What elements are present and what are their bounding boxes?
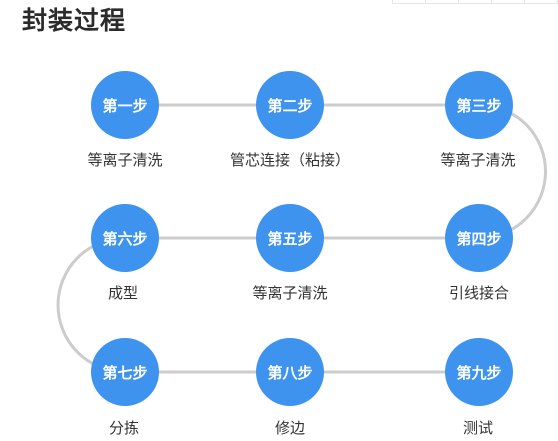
step-8-label: 修边 [274,419,305,437]
step-9-badge[interactable]: 第九步 [445,338,513,406]
step-2-badge[interactable]: 第二步 [256,71,324,139]
step-4-badge[interactable]: 第四步 [445,204,513,272]
step-6-label: 成型 [107,284,138,302]
step-5-label: 等离子清洗 [252,284,328,302]
step-9-label: 测试 [462,419,493,437]
step-2-label: 管芯连接（粘接） [229,151,350,169]
step-1-label: 等离子清洗 [87,151,163,169]
step-7-label: 分拣 [108,419,139,437]
step-6-badge[interactable]: 第六步 [91,204,159,272]
step-3-badge[interactable]: 第三步 [445,71,513,139]
page-title: 封装过程 [22,6,127,35]
step-5-badge[interactable]: 第五步 [256,204,324,272]
step-1-badge[interactable]: 第一步 [91,71,159,139]
step-8-badge[interactable]: 第八步 [256,338,324,406]
step-3-label: 等离子清洗 [440,151,516,169]
step-7-badge[interactable]: 第七步 [91,338,159,406]
step-4-label: 引线接合 [448,284,509,302]
